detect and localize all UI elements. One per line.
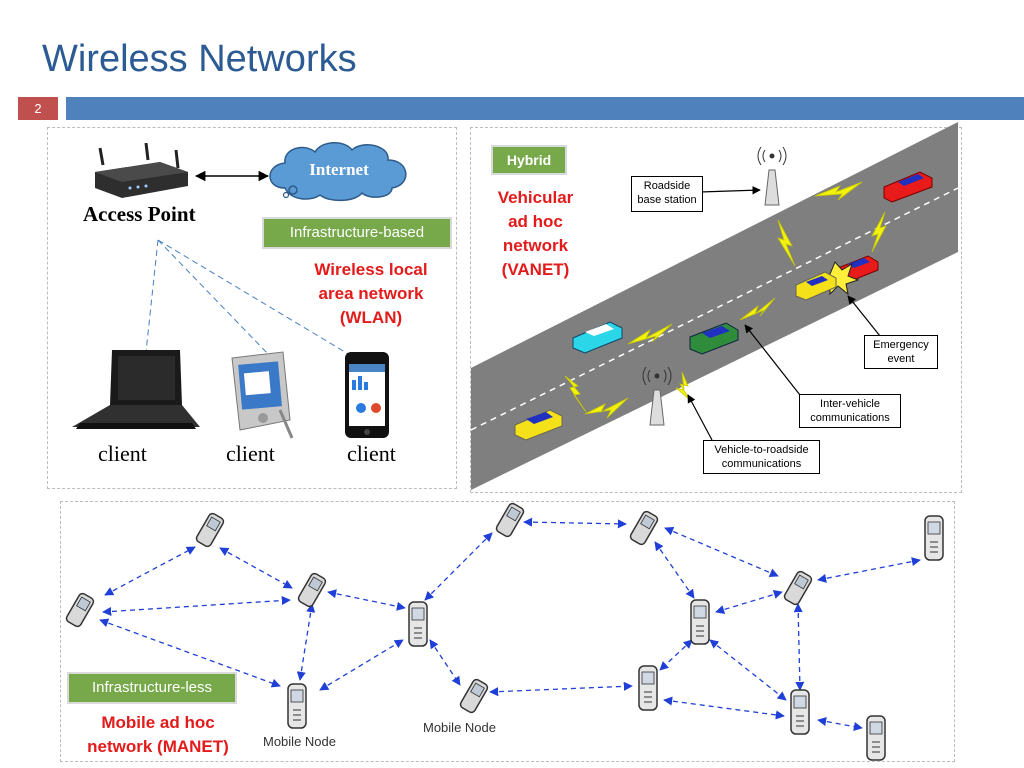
callout-line: Emergency (873, 339, 929, 351)
callout-line: base station (637, 194, 697, 206)
mobile-node-icon (195, 512, 225, 548)
mobile-node-icon (638, 665, 658, 711)
car-cyan-icon (572, 321, 623, 354)
mobile-node-icon (629, 510, 659, 546)
manet-description-line: Mobile ad hoc (101, 713, 215, 732)
access-point-router-icon (95, 142, 188, 198)
infrastructure-based-tag: Infrastructure-based (262, 217, 452, 249)
lightning-bolts (564, 181, 887, 419)
wlan-description: Wireless local area network (WLAN) (296, 258, 446, 330)
smartphone-client-icon (345, 352, 389, 438)
vehicle-to-roadside-callout: Vehicle-to-roadside communications (703, 440, 820, 474)
car-yellow-icon (514, 409, 563, 441)
callout-line: event (887, 353, 915, 365)
mobile-node-caption: Mobile Node (423, 720, 496, 735)
mobile-node-icon (65, 592, 95, 628)
title-underline-bar (66, 97, 1024, 120)
client-label: client (347, 441, 396, 466)
vanet-description: Vehicular ad hoc network (VANET) (478, 186, 593, 282)
callout-line: Roadside (643, 180, 691, 192)
wlan-links (145, 239, 356, 359)
pda-client-icon (231, 351, 294, 439)
vanet-description-line: (VANET) (501, 260, 570, 279)
vanet-description-line: network (502, 236, 569, 255)
internet-cloud-icon (269, 142, 407, 202)
mobile-node-icon (297, 572, 327, 608)
wlan-description-line: area network (318, 284, 424, 303)
vanet-description-line: ad hoc (508, 212, 563, 231)
mobile-node-icon (690, 599, 710, 645)
slide-title: Wireless Networks (42, 38, 357, 80)
callout-line: Inter-vehicle (820, 398, 880, 410)
infrastructure-less-tag: Infrastructure-less (67, 672, 237, 704)
laptop-client-icon (72, 350, 200, 429)
roadside-base-station-icon (757, 146, 787, 206)
road (471, 122, 958, 490)
hybrid-tag: Hybrid (491, 145, 567, 175)
mobile-node-icon (866, 715, 886, 761)
wlan-description-line: Wireless local (314, 260, 428, 279)
vanet-description-line: Vehicular (497, 188, 574, 207)
mobile-node-icon (287, 683, 307, 729)
mobile-node-icon (408, 601, 428, 647)
car-green-icon (689, 322, 739, 355)
wlan-panel (47, 127, 457, 489)
manet-description: Mobile ad hoc network (MANET) (68, 711, 248, 759)
internet-label: Internet (309, 160, 369, 179)
callout-line: communications (810, 412, 890, 424)
page-number: 2 (18, 97, 58, 120)
client-label: client (226, 441, 275, 466)
roadside-base-station-callout: Roadside base station (631, 176, 703, 212)
emergency-event-callout: Emergency event (864, 335, 938, 369)
manet-description-line: network (MANET) (87, 737, 229, 756)
car-red-icon (883, 171, 933, 203)
inter-vehicle-callout: Inter-vehicle communications (799, 394, 901, 428)
callout-arrows (687, 186, 881, 441)
manet-links (99, 517, 921, 732)
car-yellow-icon (795, 271, 837, 301)
mobile-node-caption: Mobile Node (263, 734, 336, 749)
mobile-node-icon (495, 502, 525, 538)
mobile-node-icon (790, 689, 810, 735)
mobile-node-icon (459, 678, 489, 714)
access-point-label: Access Point (83, 202, 196, 226)
vanet-panel (470, 127, 962, 493)
client-label: client (98, 441, 147, 466)
callout-line: communications (721, 458, 802, 470)
mobile-node-icon (783, 570, 813, 606)
mobile-node-icon (924, 515, 944, 561)
wlan-description-line: (WLAN) (339, 308, 403, 327)
manet-panel (60, 501, 955, 762)
callout-line: Vehicle-to-roadside (714, 444, 809, 456)
roadside-base-station-icon (642, 366, 672, 426)
